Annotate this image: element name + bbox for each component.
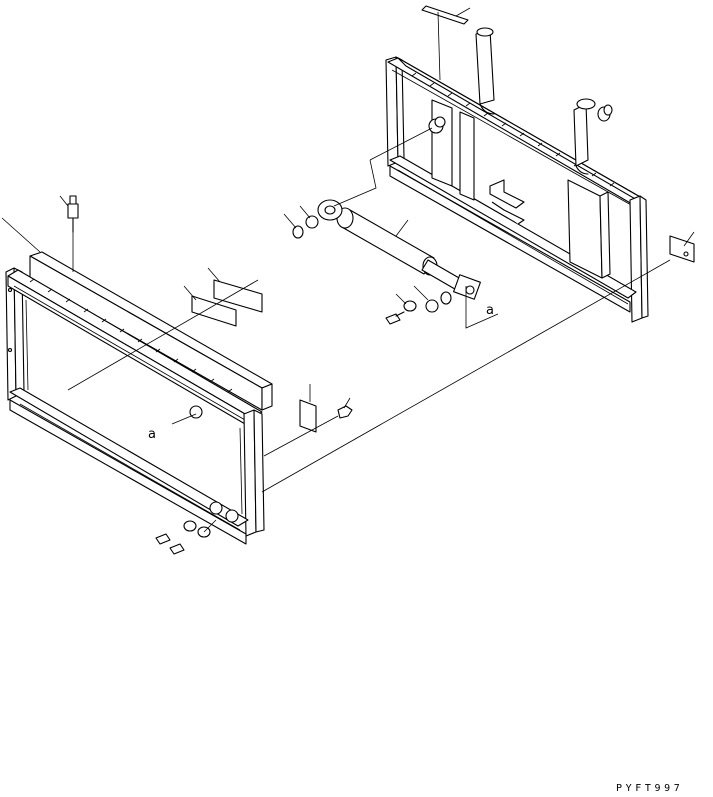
ref-label-a-front: a xyxy=(148,427,156,442)
end-stopper-plate xyxy=(670,232,694,262)
grease-fitting xyxy=(60,196,78,272)
hydraulic-cylinder xyxy=(318,200,480,299)
shim-plate xyxy=(422,6,470,80)
cylinder-pin xyxy=(284,206,318,238)
label-sticker xyxy=(300,384,316,432)
front-frame xyxy=(6,252,272,544)
hose-clip xyxy=(338,398,352,418)
front-bolts xyxy=(156,520,216,554)
wear-pads xyxy=(184,268,262,326)
rear-carriage-frame xyxy=(386,28,648,322)
ref-label-a-cylinder: a xyxy=(486,303,494,318)
drawing-code: PYFT997 xyxy=(616,783,683,794)
leader-lines xyxy=(2,128,670,492)
cylinder-bolts xyxy=(386,286,451,324)
